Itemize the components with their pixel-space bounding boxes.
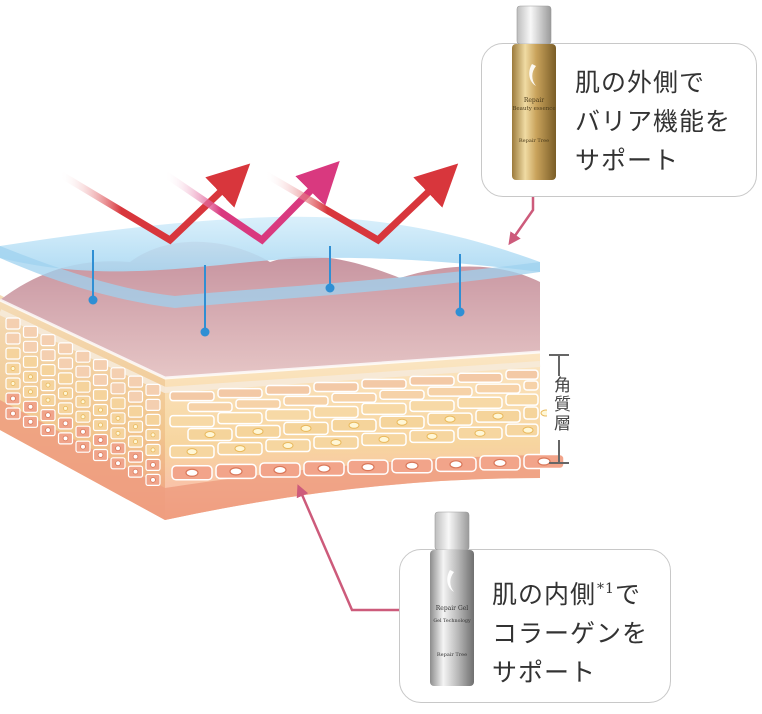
callout-top-line-2: バリア機能を (575, 107, 732, 136)
barrier-film-front-edge (0, 246, 540, 308)
pointer-arrow-barrier (508, 196, 535, 246)
callout-bottom-line-1-main: 肌の内側 (492, 580, 597, 609)
silver-bottle-name: Repair Gel (436, 605, 469, 612)
pointer-arrow-inner (296, 484, 400, 612)
callout-bottom-line-1-tail: で (614, 580, 641, 609)
callout-bottom-line-2: コラーゲンを (492, 619, 649, 648)
callout-top-line-3: サポート (575, 146, 680, 175)
callout-top-line-1: 肌の外側で (575, 68, 706, 97)
footnote-marker: *1 (597, 581, 615, 597)
silver-bottle-sub: Gel Technology (433, 618, 471, 624)
silver-bottle-maker: Repair Tree (437, 652, 467, 658)
stratum-corneum-cells (5, 317, 565, 486)
gold-bottle-maker: Repair Tree (519, 138, 549, 144)
gold-bottle-name: Beauty essence (512, 106, 555, 112)
barrier-film (0, 216, 540, 272)
stratum-corneum-bracket: 角質層 (545, 354, 573, 464)
callout-bottom-line-1: 肌の内側*1で (492, 570, 648, 614)
gold-bottle-brand: Repair (524, 97, 544, 104)
dermis-base-band (0, 400, 540, 520)
dermis-mounds (0, 241, 540, 378)
stratum-corneum-label: 角質層 (547, 376, 571, 433)
silver-gel-bottle: Repair Gel Gel Technology Repair Tree (430, 511, 474, 686)
moisture-drops (88, 246, 465, 337)
callout-bottom-line-3: サポート (492, 658, 597, 687)
uv-arrow-1 (58, 163, 251, 245)
uv-arrow-3 (263, 163, 459, 245)
gold-serum-bottle: Repair Beauty essence Repair Tree (512, 5, 556, 180)
